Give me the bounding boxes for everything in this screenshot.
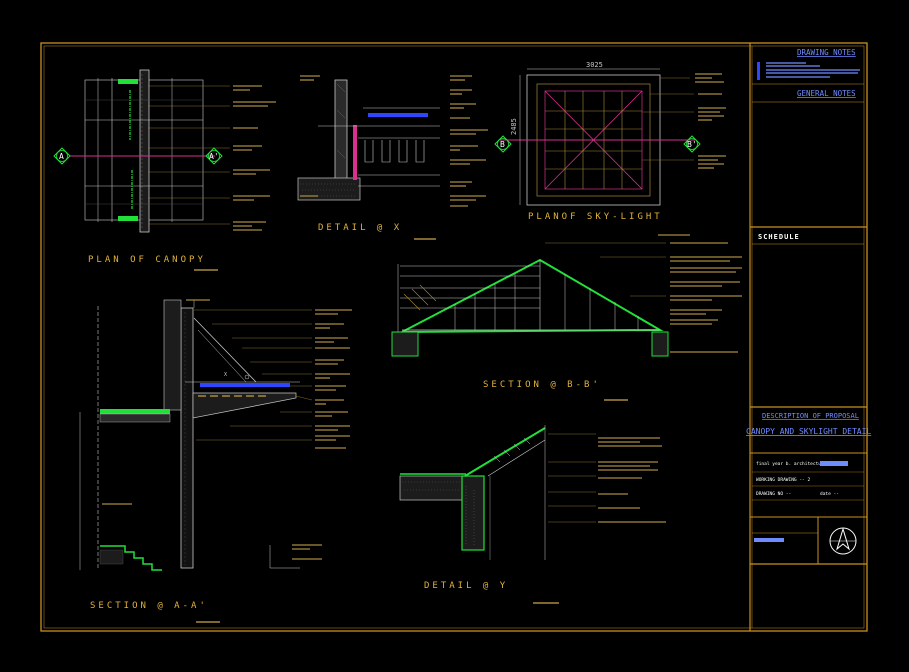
grid-marker-a-prime: A' bbox=[205, 147, 223, 165]
detail-x bbox=[297, 75, 488, 207]
working-drawing-label: WORKING DRAWING -- 2 bbox=[756, 477, 810, 483]
grid-label-b-prime: B' bbox=[687, 140, 697, 149]
grid-marker-a: A bbox=[53, 147, 71, 165]
sheet-number-value bbox=[754, 538, 784, 542]
schedule-heading: SCHEDULE bbox=[758, 233, 800, 241]
section-bb bbox=[391, 234, 742, 357]
sheet-border bbox=[40, 42, 868, 632]
section-aa-marker-x: X bbox=[224, 372, 227, 378]
course-value bbox=[820, 461, 848, 466]
section-bb-title: SECTION @ B-B' bbox=[483, 380, 601, 390]
detail-y-title: DETAIL @ Y bbox=[424, 581, 508, 591]
detail-y bbox=[399, 425, 666, 560]
skylight-height-dim: 2485 bbox=[510, 118, 518, 135]
grid-label-b: B bbox=[500, 140, 505, 149]
plan-of-canopy bbox=[70, 69, 276, 233]
grid-marker-b-prime: B' bbox=[683, 135, 701, 153]
section-aa-title: SECTION @ A-A' bbox=[90, 601, 208, 611]
drawing-no-label: DRAWING NO -- bbox=[756, 491, 791, 497]
plan-of-canopy-title: PLAN OF CANOPY bbox=[88, 255, 206, 265]
section-aa: X bbox=[79, 299, 352, 571]
grid-label-a-prime: A' bbox=[209, 152, 219, 161]
north-arrow-icon bbox=[829, 527, 857, 555]
drawing-notes-heading: DRAWING NOTES bbox=[797, 48, 856, 57]
general-notes-heading: GENERAL NOTES bbox=[797, 89, 856, 98]
detail-x-title: DETAIL @ X bbox=[318, 223, 402, 233]
skylight-width-dim: 3025 bbox=[586, 61, 603, 69]
course-label: final year b. architecture bbox=[756, 461, 827, 467]
sheet-inner-border bbox=[43, 45, 865, 629]
plan-of-skylight: 3025 2485 bbox=[500, 61, 726, 206]
plan-of-skylight-title: PLANOF SKY-LIGHT bbox=[528, 212, 663, 222]
title-block bbox=[749, 43, 867, 631]
description-text: CANOPY AND SKYLIGHT DETAIL bbox=[746, 427, 871, 436]
grid-label-a: A bbox=[59, 152, 64, 161]
grid-marker-b: B bbox=[494, 135, 512, 153]
date-label: date -- bbox=[820, 491, 839, 497]
description-heading: DESCRIPTION OF PROPOSAL bbox=[762, 412, 859, 420]
drawing-notes-text bbox=[757, 62, 860, 80]
